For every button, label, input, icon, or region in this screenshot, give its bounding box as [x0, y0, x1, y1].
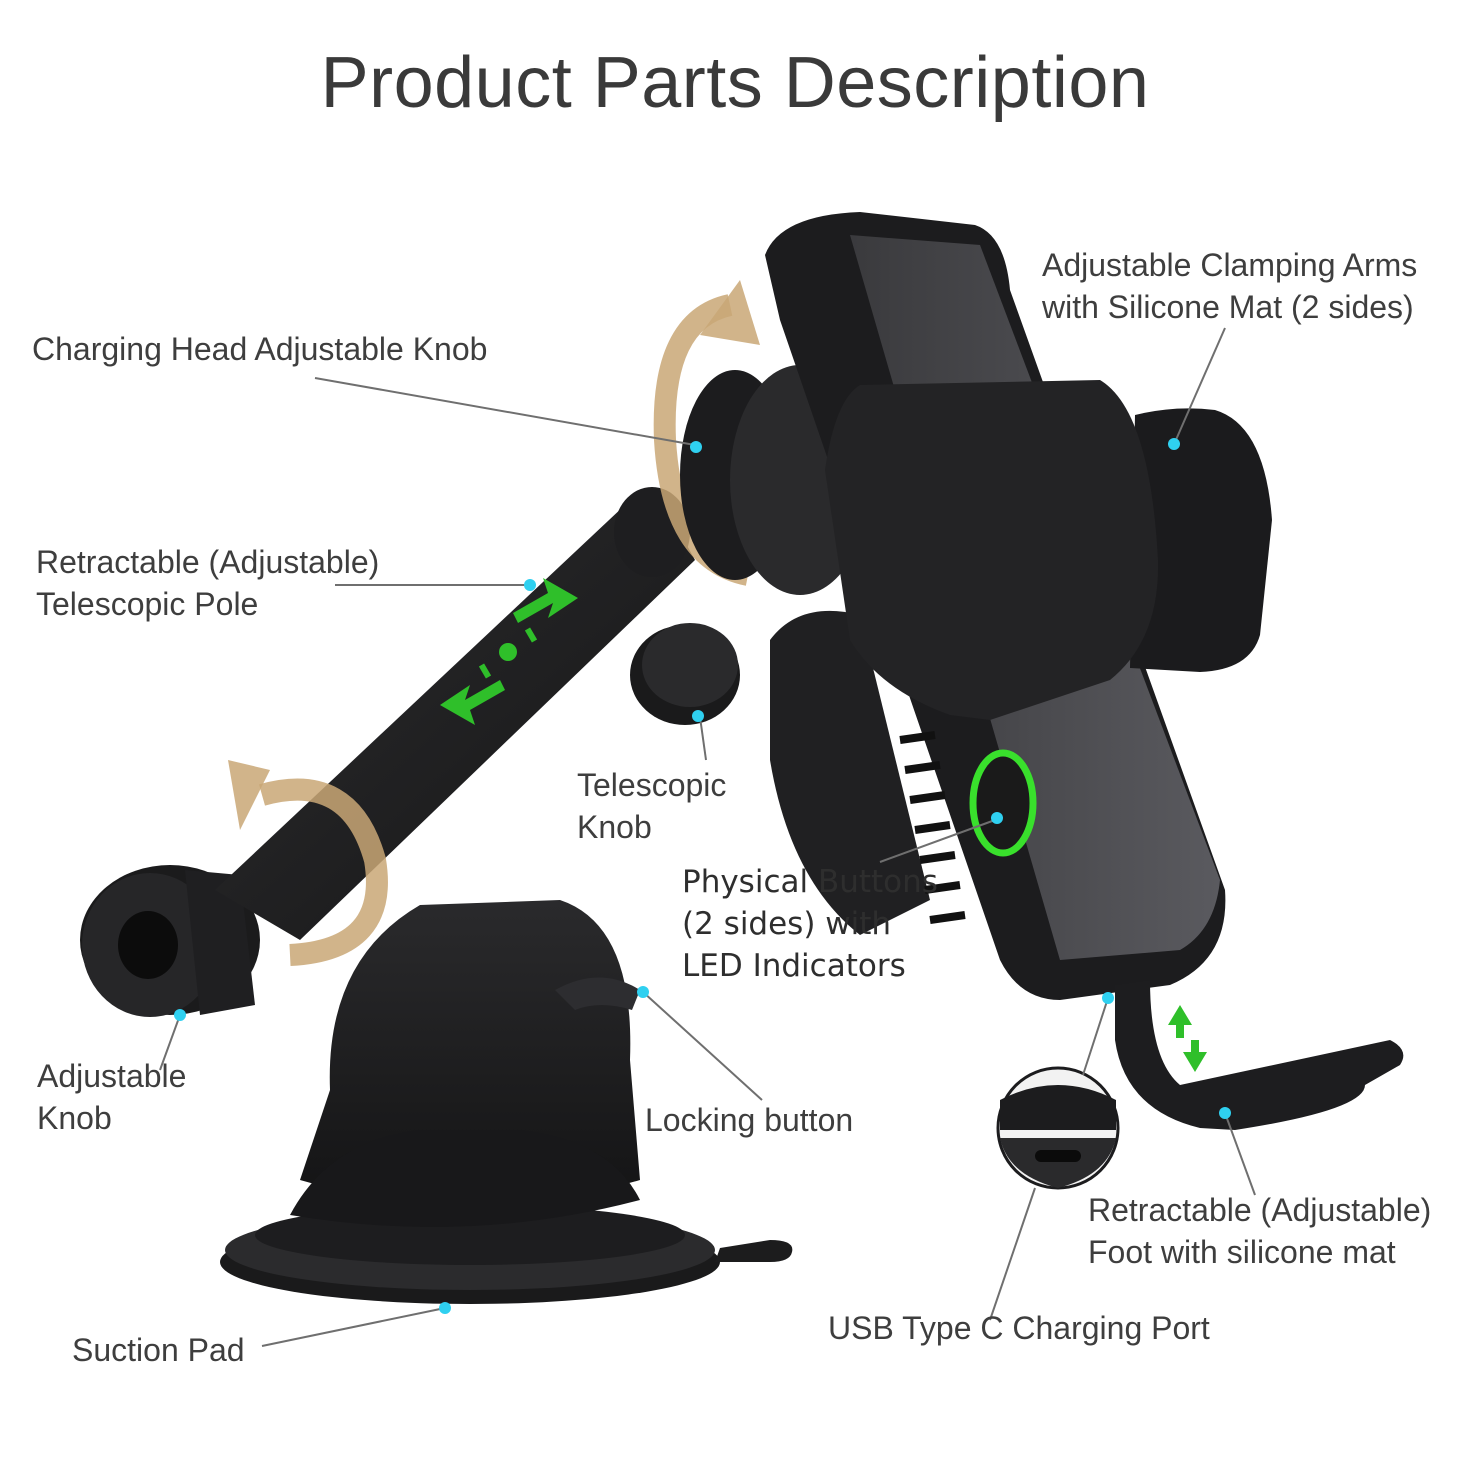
telescopic-arrow-icon	[440, 578, 578, 725]
retractable-foot	[1115, 980, 1404, 1130]
base-stand	[290, 900, 640, 1227]
label-suction-pad: Suction Pad	[72, 1332, 245, 1368]
marker-dot	[524, 579, 536, 591]
label-telescopic-knob: Telescopic Knob	[577, 767, 727, 845]
label-adjustable-knob: Adjustable Knob	[37, 1058, 187, 1136]
marker-dot	[1168, 438, 1180, 450]
marker-dot	[692, 710, 704, 722]
adjustable-knob	[80, 865, 260, 1017]
marker-dot	[690, 441, 702, 453]
marker-dot	[637, 986, 649, 998]
marker-dot	[1102, 992, 1114, 1004]
label-clamping-arms: Adjustable Clamping Arms with Silicone M…	[1042, 247, 1418, 325]
label-retractable-foot: Retractable (Adjustable) Foot with silic…	[1088, 1192, 1432, 1270]
usb-port-inset	[996, 1066, 1120, 1190]
label-usb-port: USB Type C Charging Port	[828, 1310, 1210, 1346]
marker-dots	[174, 438, 1231, 1314]
label-charging-head-knob: Charging Head Adjustable Knob	[32, 331, 488, 367]
label-telescopic-pole: Retractable (Adjustable) Telescopic Pole	[36, 544, 380, 622]
label-physical-buttons: Physical Buttons (2 sides) with LED Indi…	[682, 864, 938, 984]
rotation-arrowhead-icon	[228, 280, 760, 830]
marker-dot	[174, 1009, 186, 1021]
marker-dot	[991, 812, 1003, 824]
diagram-title: Product Parts Description	[320, 43, 1150, 123]
marker-dot	[1219, 1107, 1231, 1119]
charging-head	[765, 212, 1272, 1000]
label-locking-button: Locking button	[645, 1102, 854, 1138]
telescopic-knob	[630, 623, 740, 725]
suction-pad	[220, 1205, 793, 1304]
marker-dot	[439, 1302, 451, 1314]
leader-lines	[159, 327, 1256, 1347]
